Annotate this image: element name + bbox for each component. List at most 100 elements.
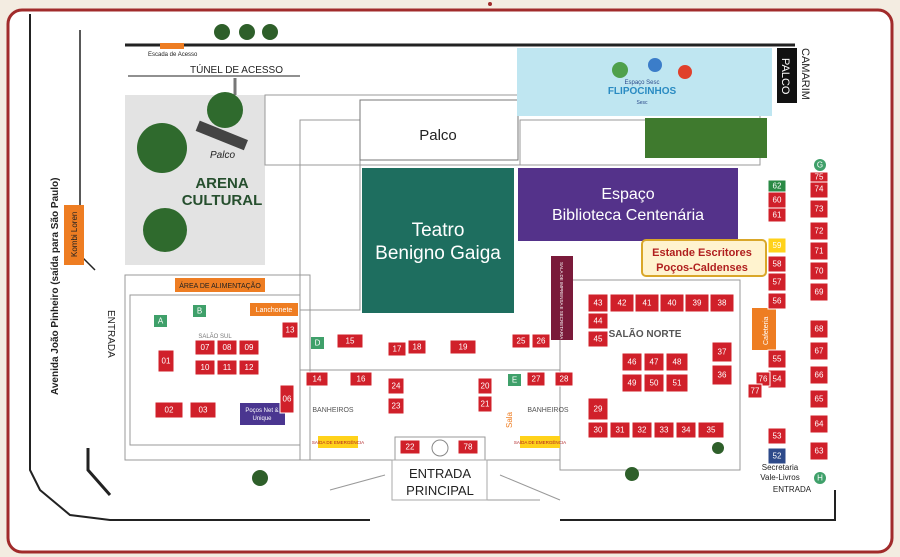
arena-palco-label: Palco	[210, 150, 235, 161]
booth-label-70: 70	[815, 267, 824, 276]
booth-06	[279, 384, 295, 414]
secretaria-label-2: Vale-Livros	[760, 473, 799, 482]
booth-68	[809, 319, 829, 339]
pocos-net-label-1: Poços Net &	[245, 408, 278, 414]
booth-25	[511, 333, 531, 349]
booth-label-41: 41	[643, 299, 652, 308]
booth-label-26: 26	[537, 337, 546, 346]
booth-27	[526, 371, 546, 387]
palco-top-label: PALCO	[779, 58, 791, 95]
booth-14	[305, 371, 329, 387]
espaco-label-2: Biblioteca Centenária	[552, 207, 704, 224]
booth-label-13: 13	[286, 326, 295, 335]
booth-20	[477, 377, 493, 395]
booth-46	[621, 352, 643, 372]
booth-75	[809, 171, 829, 183]
booth-22	[399, 439, 421, 455]
booth-label-18: 18	[413, 343, 422, 352]
booth-53	[767, 427, 787, 445]
marker-e: E	[512, 376, 517, 385]
booth-label-72: 72	[815, 227, 824, 236]
booth-09	[238, 339, 260, 356]
booth-29	[587, 397, 609, 421]
marker-g: G	[817, 161, 823, 170]
booth-label-07: 07	[201, 343, 210, 352]
banner-line-3: Sesc	[636, 100, 648, 106]
booth-label-34: 34	[682, 426, 691, 435]
palco-label: Palco	[419, 127, 457, 144]
pocos-net	[240, 403, 285, 425]
booth-59	[767, 237, 787, 254]
booth-16	[349, 371, 373, 387]
booth-label-19: 19	[459, 343, 468, 352]
booth-label-47: 47	[650, 358, 659, 367]
booth-18	[407, 339, 427, 355]
booth-label-01: 01	[162, 357, 171, 366]
booth-label-60: 60	[773, 196, 782, 205]
booth-label-49: 49	[628, 379, 637, 388]
booth-label-31: 31	[616, 426, 625, 435]
lanchonete-label: Lanchonete	[256, 307, 293, 314]
marker-d: D	[315, 339, 321, 348]
booth-label-12: 12	[245, 363, 254, 372]
booth-label-06: 06	[283, 395, 292, 404]
booth-label-78: 78	[464, 443, 473, 452]
booth-07	[194, 339, 216, 356]
booth-55	[767, 349, 787, 369]
booth-label-02: 02	[165, 406, 174, 415]
espaco-label-1: Espaço	[601, 186, 654, 203]
booth-label-63: 63	[815, 447, 824, 456]
booth-30	[587, 421, 609, 439]
booth-56	[767, 292, 787, 310]
arena-trees	[137, 92, 243, 252]
booth-63	[809, 441, 829, 461]
booth-label-73: 73	[815, 205, 824, 214]
booth-31	[609, 421, 631, 439]
booth-19	[449, 339, 477, 355]
booth-23	[387, 397, 405, 415]
booth-34	[675, 421, 697, 439]
booth-47	[643, 352, 665, 372]
booth-02	[154, 401, 184, 419]
top-mark	[488, 2, 492, 6]
banner-line-1: Espaço Sesc	[624, 80, 659, 86]
booth-label-40: 40	[668, 299, 677, 308]
booth-label-11: 11	[223, 363, 232, 372]
estande-label-2: Poços-Caldenses	[656, 262, 748, 274]
booth-36	[711, 364, 733, 386]
booth-62	[767, 179, 787, 193]
entrada-principal-label-2: PRINCIPAL	[406, 483, 474, 498]
booth-label-48: 48	[673, 358, 682, 367]
booth-11	[216, 359, 238, 376]
booth-69	[809, 282, 829, 302]
teatro-label-1: Teatro	[412, 220, 465, 241]
booth-label-27: 27	[532, 375, 541, 384]
booth-48	[665, 352, 689, 372]
banheiros-left: BANHEIROS	[312, 407, 354, 414]
booth-label-29: 29	[594, 405, 603, 414]
booth-26	[531, 333, 551, 349]
booth-label-17: 17	[393, 345, 402, 354]
booth-43	[587, 293, 609, 313]
booth-label-30: 30	[594, 426, 603, 435]
booth-label-45: 45	[594, 335, 603, 344]
booth-label-52: 52	[773, 452, 782, 461]
booth-49	[621, 373, 643, 393]
booth-label-43: 43	[594, 299, 603, 308]
booth-label-24: 24	[392, 382, 401, 391]
avenida-label: Avenida João Pinheiro (saída para São Pa…	[50, 178, 61, 395]
marker-h: H	[817, 474, 823, 483]
arena-stage	[195, 120, 248, 151]
booth-15	[336, 333, 364, 349]
saida-right	[520, 436, 560, 448]
booth-28	[554, 371, 574, 387]
booth-42	[609, 293, 635, 313]
trees-top	[214, 24, 278, 40]
booth-label-66: 66	[815, 371, 824, 380]
booth-label-03: 03	[199, 406, 208, 415]
booth-label-09: 09	[245, 343, 254, 352]
booth-label-10: 10	[201, 363, 210, 372]
booth-label-71: 71	[815, 247, 824, 256]
fountain	[431, 439, 449, 457]
booth-label-61: 61	[773, 211, 782, 220]
